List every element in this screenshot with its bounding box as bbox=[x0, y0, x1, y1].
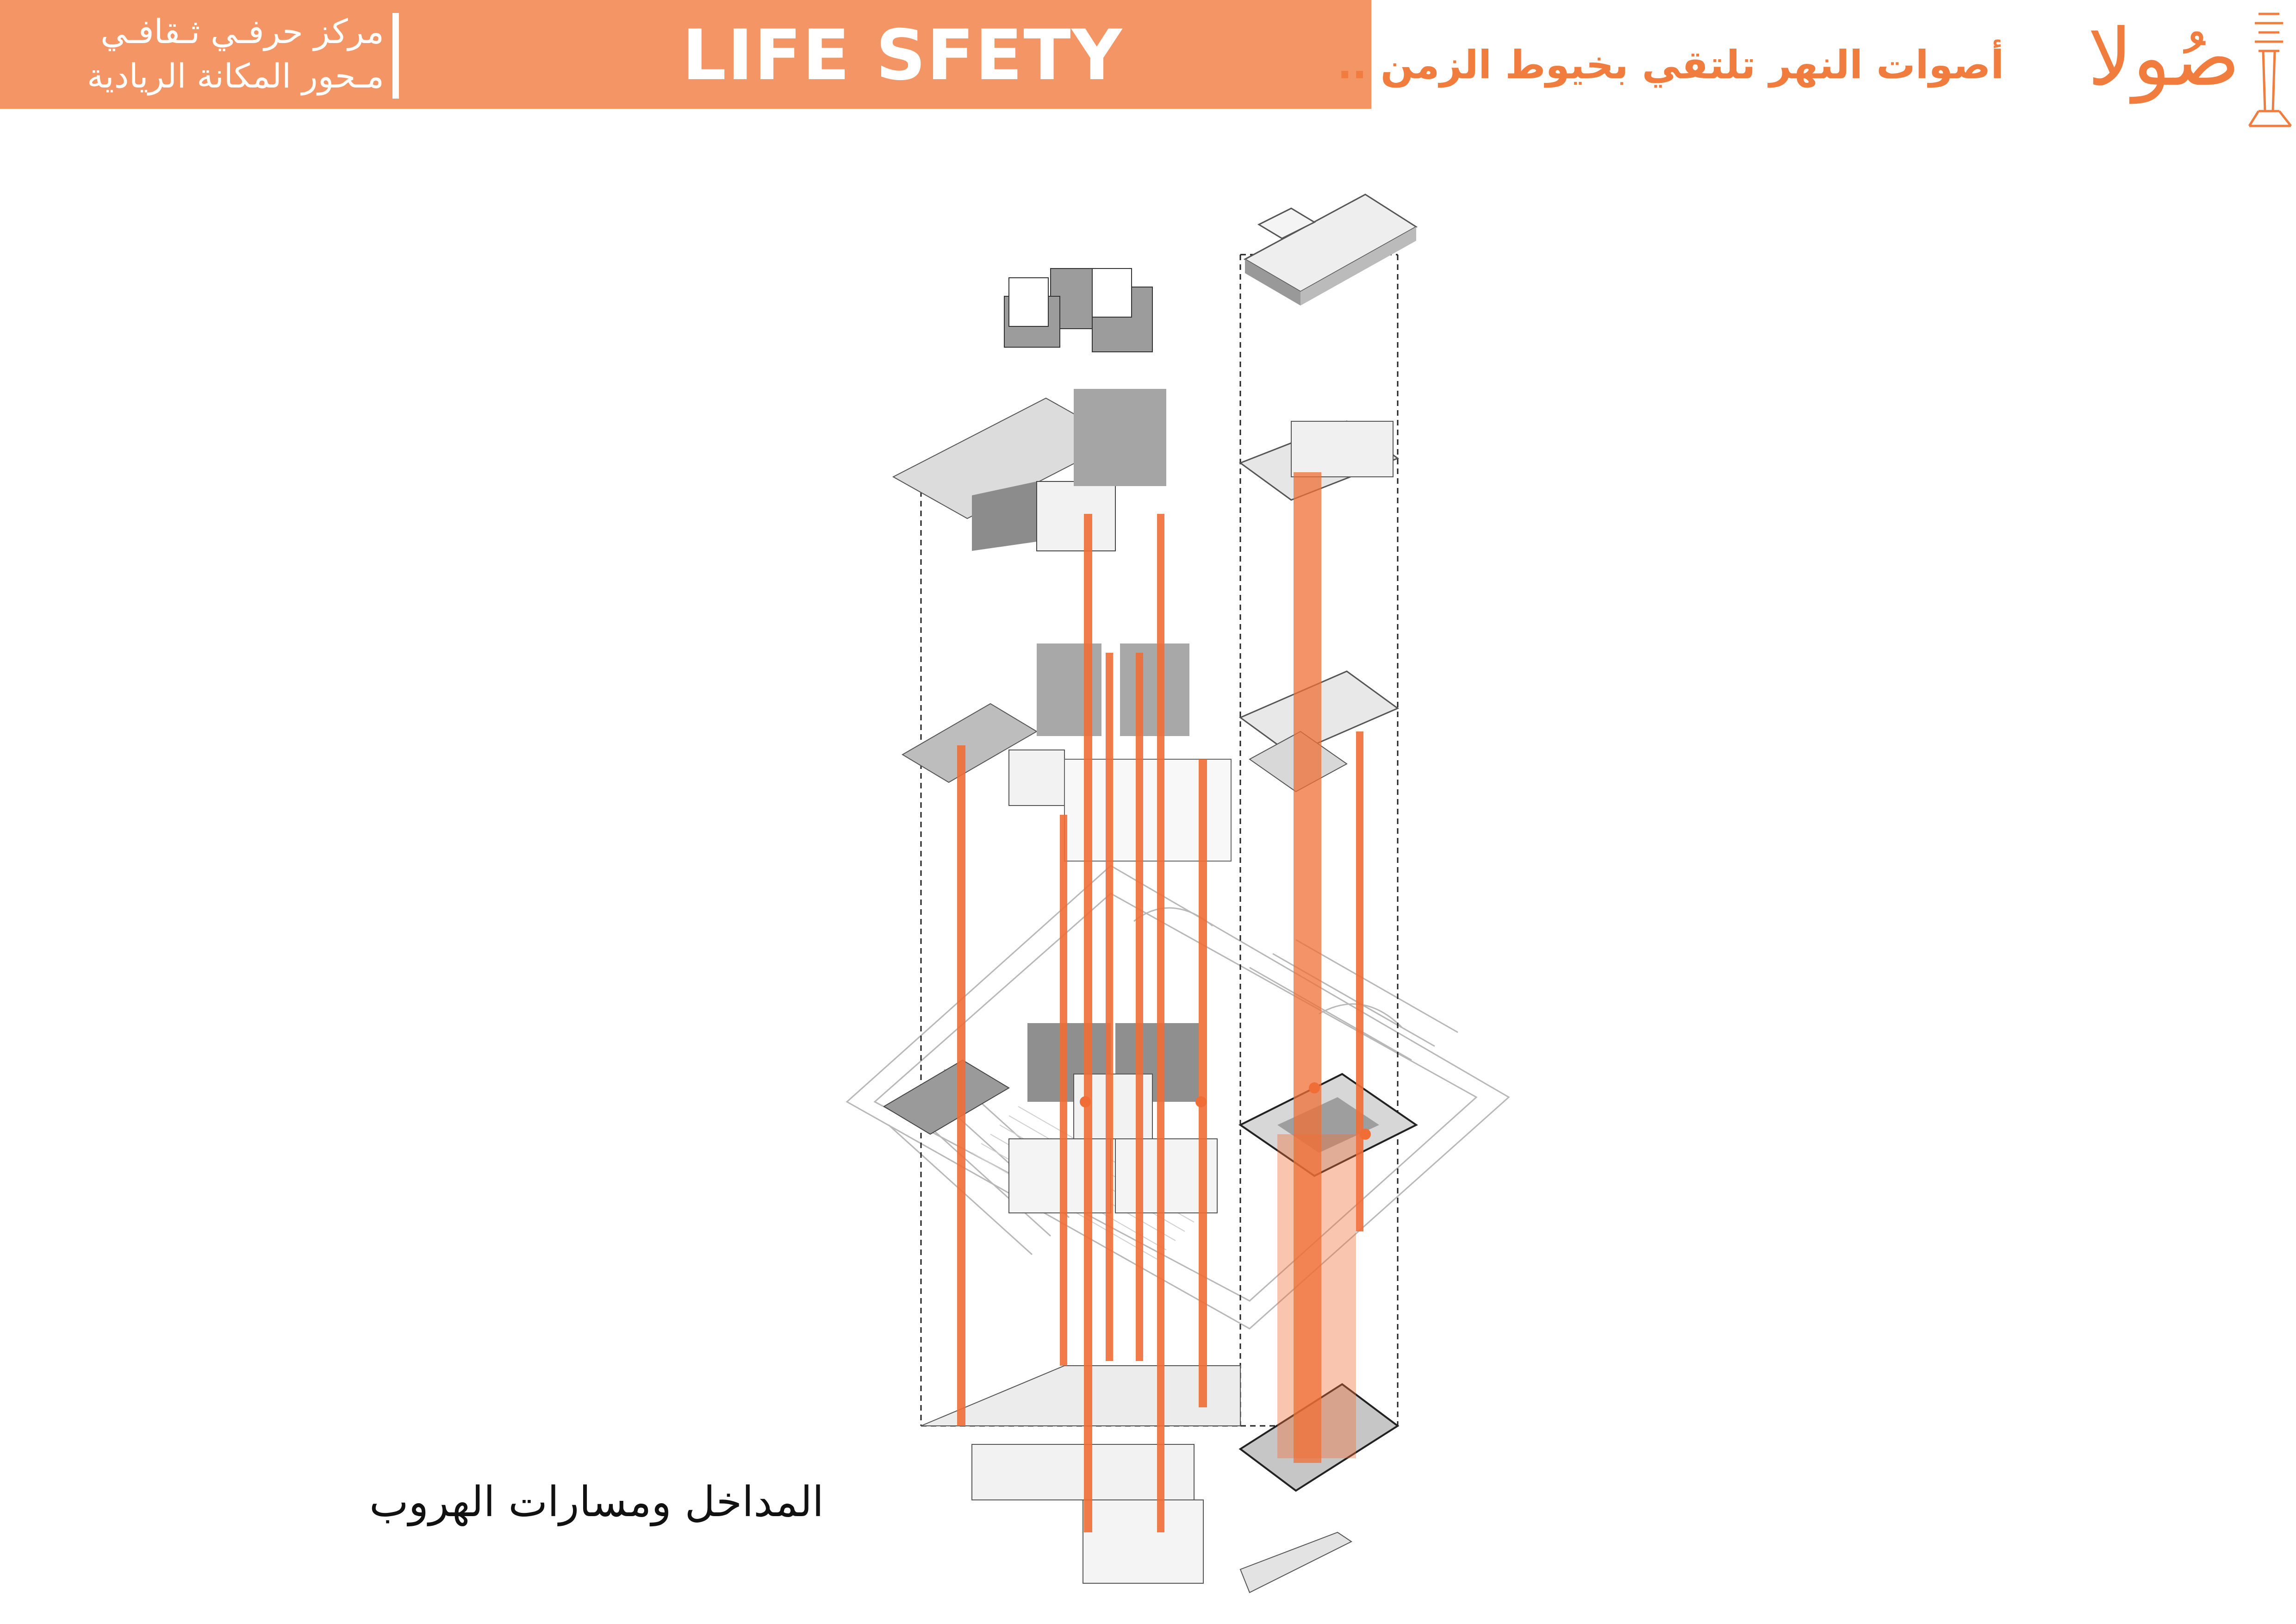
header-bar bbox=[0, 0, 1371, 109]
brand-name: صُولا bbox=[2087, 12, 2240, 104]
exploded-axonometric-diagram bbox=[846, 194, 1510, 1593]
header-divider bbox=[392, 13, 399, 99]
route-markers bbox=[1080, 1082, 1371, 1140]
brand-tagline: أصوات النهر تلتقي بخيوط الزمن .. bbox=[1337, 42, 2004, 87]
diagram-caption: المداخل ومسارات الهروب bbox=[369, 1478, 824, 1526]
roof-block bbox=[1243, 194, 1418, 306]
header-subtitle: مركز حرفـي ثـقافـي مـحور المكانة الريادي… bbox=[28, 9, 384, 102]
upper-floor-plate bbox=[892, 389, 1400, 551]
header-subtitle-line2: مـحور المكانة الريادية bbox=[87, 56, 384, 95]
upper-volumes bbox=[1004, 268, 1153, 352]
escape-routes bbox=[957, 472, 1363, 1532]
column-logo-icon bbox=[2248, 12, 2292, 127]
middle-floor-plate bbox=[902, 643, 1400, 862]
header-subtitle-line1: مركز حرفـي ثـقافـي bbox=[100, 12, 384, 51]
page-title: LIFE SFETY bbox=[682, 15, 1123, 96]
